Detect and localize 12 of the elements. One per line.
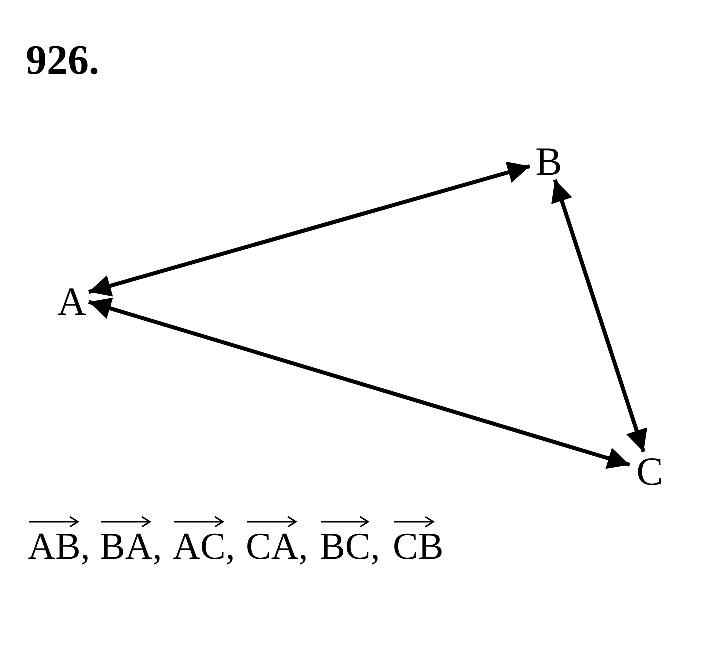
vector-notation: CA, xyxy=(246,526,308,568)
vertex-label: B xyxy=(530,142,568,180)
vertex-label: C xyxy=(630,452,670,490)
vector-notation: BA, xyxy=(100,526,162,568)
arrow xyxy=(552,179,648,453)
vector-notation: AC, xyxy=(173,526,236,568)
arrow xyxy=(88,162,531,297)
arrow xyxy=(88,298,631,470)
vector-notation: BC, xyxy=(320,526,380,568)
vector-notation: CB xyxy=(393,526,444,568)
vector-notation: AB, xyxy=(28,526,90,568)
problem-number: 926. xyxy=(26,40,100,82)
